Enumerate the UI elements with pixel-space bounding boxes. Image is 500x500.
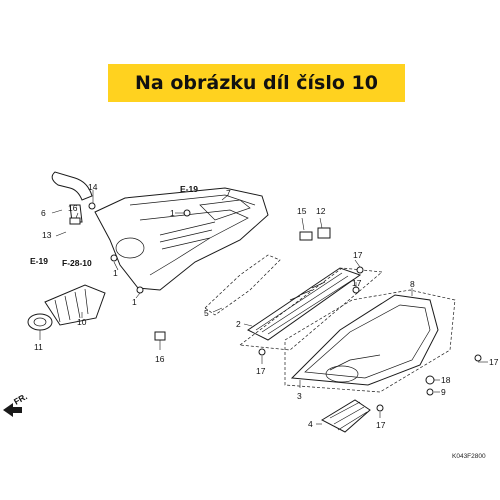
callout-17-b: 17: [352, 278, 362, 288]
callout-5: 5: [204, 308, 209, 318]
hardware-parts: [69, 202, 482, 412]
callout-10: 10: [77, 317, 87, 327]
callout-11: 11: [34, 342, 43, 352]
air-cleaner-cover: [290, 294, 439, 386]
element-region-outline: [239, 267, 383, 351]
intake-funnel: [320, 399, 371, 433]
breather-hose: [51, 171, 93, 223]
leader-lines: [39, 190, 488, 425]
banner-title: Na obrázku díl číslo 10: [135, 72, 378, 94]
ref-e19-left: E-19: [30, 256, 48, 266]
callout-16-low: 16: [155, 354, 165, 364]
callout-labels: 14 6 16 13 1 7 1 1 15 12 17 17 5 2 16 17…: [34, 182, 499, 430]
callout-1-mid: 1: [113, 268, 118, 278]
callout-12: 12: [316, 206, 326, 216]
callout-17-e: 17: [376, 420, 386, 430]
callout-3: 3: [297, 391, 302, 401]
callout-17-d: 17: [489, 357, 499, 367]
callout-14: 14: [88, 182, 98, 192]
title-banner: Na obrázku díl číslo 10: [108, 64, 405, 102]
reference-labels: E-19 E-19 F-28-10: [30, 184, 198, 268]
diagram-code: K043F2800: [452, 453, 486, 460]
callout-13: 13: [42, 230, 52, 240]
callout-9: 9: [441, 387, 446, 397]
callout-17-a: 17: [353, 250, 363, 260]
callout-4: 4: [308, 419, 313, 429]
callout-7: 7: [226, 188, 231, 198]
ref-f28-10: F-28-10: [62, 258, 92, 268]
callout-18: 18: [441, 375, 451, 385]
callout-6: 6: [41, 208, 46, 218]
front-label: FR.: [12, 391, 29, 407]
ref-e19-top: E-19: [180, 184, 198, 194]
callout-2: 2: [236, 319, 241, 329]
callout-15: 15: [297, 206, 307, 216]
air-filter-element: [247, 267, 362, 341]
connecting-tube: [27, 284, 106, 331]
callout-1-low: 1: [132, 297, 137, 307]
callout-8: 8: [410, 279, 415, 289]
air-cleaner-case: [94, 187, 269, 291]
case-seal-outline: [204, 254, 281, 316]
front-arrow-icon: [3, 403, 22, 417]
callout-16-top: 16: [68, 203, 78, 213]
cover-region-outline: [284, 289, 456, 393]
callout-17-c: 17: [256, 366, 266, 376]
callout-1-top: 1: [170, 208, 175, 218]
front-direction: FR.: [3, 391, 29, 417]
